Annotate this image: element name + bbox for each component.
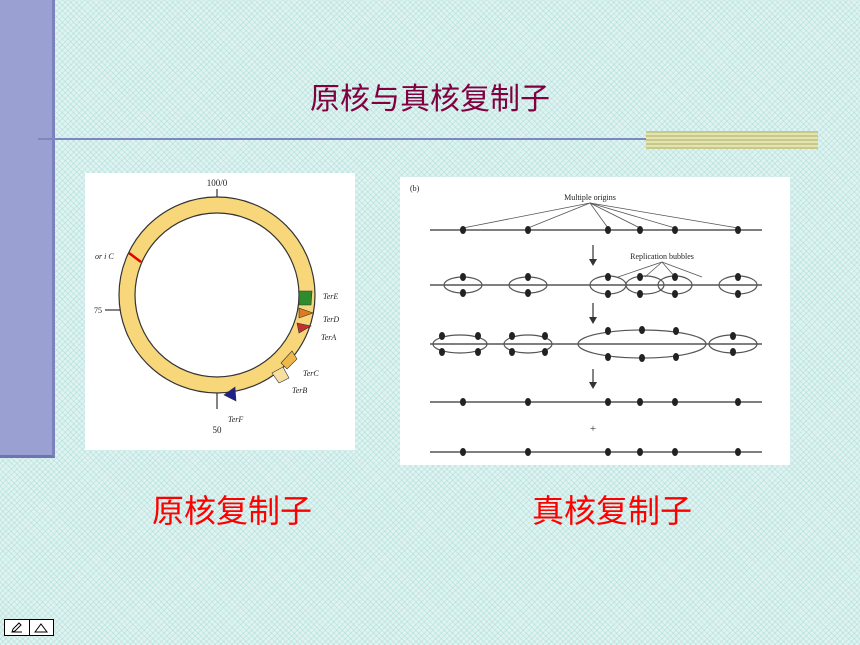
panel-tag-label: (b) <box>410 184 420 193</box>
ter-label-3: TerA <box>321 333 336 342</box>
ter-label-4: TerC <box>303 369 319 378</box>
title-rule-block <box>646 131 818 149</box>
bubbles-pointer-lines <box>617 261 703 278</box>
arrow-2-head <box>589 317 597 324</box>
marker-left-label: 75 <box>94 306 102 315</box>
chromosome-ring <box>119 197 315 393</box>
ter-label-5: TerB <box>292 386 307 395</box>
eukaryote-diagram-panel: (b) Multiple origins Replication bubbles <box>400 177 790 465</box>
slide-nav-control[interactable] <box>4 619 54 636</box>
origins-label: Multiple origins <box>564 193 616 202</box>
dots-row4 <box>460 398 741 406</box>
plus-sign: + <box>590 423 596 435</box>
arrow-1-head <box>589 259 597 266</box>
chromosome-ring-inner <box>134 212 300 378</box>
bubbles-label: Replication bubbles <box>630 252 694 261</box>
caption-prokaryote: 原核复制子 <box>152 492 313 530</box>
triangle-icon[interactable] <box>28 620 54 635</box>
title-rule <box>38 138 648 140</box>
caption-eukaryote: 真核复制子 <box>532 492 693 530</box>
oric-label: or i C <box>95 252 114 261</box>
ter-c-site <box>280 350 298 370</box>
ter-label-2: TerD <box>323 315 339 324</box>
fork-dots-row3 <box>439 326 736 362</box>
marker-top-label: 100/0 <box>207 178 228 188</box>
ter-label-1: TerE <box>323 292 338 301</box>
ter-a-site <box>296 322 312 334</box>
oric-mark <box>128 252 142 263</box>
ter-f-site <box>223 386 237 402</box>
arrow-3-head <box>589 382 597 389</box>
ter-d-site <box>298 307 314 319</box>
ter-e-site <box>298 290 313 306</box>
ter-label-6: TerF <box>228 415 243 424</box>
ter-b-site <box>271 366 290 384</box>
prokaryote-chromosome-diagram: 100/0 75 50 or i C TerE TerD TerA TerC T… <box>94 178 339 435</box>
dots-row5 <box>460 448 741 456</box>
eukaryote-replicon-diagram: (b) Multiple origins Replication bubbles <box>410 184 762 456</box>
origins-pointer-lines <box>462 202 739 229</box>
origin-dots-row1 <box>460 226 741 234</box>
slide-title: 原核与真核复制子 <box>310 82 550 117</box>
pencil-icon[interactable] <box>5 620 29 635</box>
fork-dots-row2 <box>460 273 741 298</box>
left-accent-bar <box>0 0 55 458</box>
marker-bottom-label: 50 <box>213 425 223 435</box>
prokaryote-diagram-panel: 100/0 75 50 or i C TerE TerD TerA TerC T… <box>85 173 355 450</box>
